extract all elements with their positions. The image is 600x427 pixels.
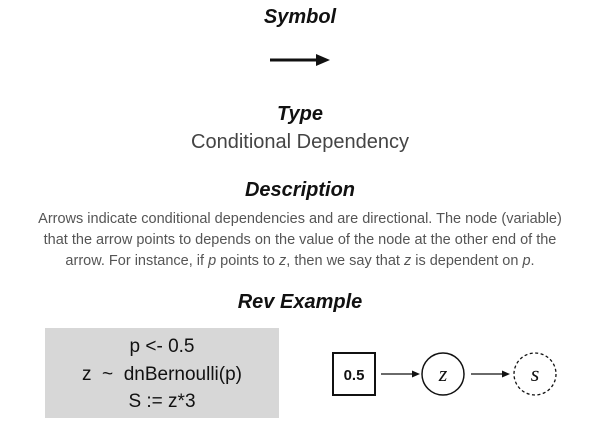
constant-node-label: 0.5 [344, 367, 365, 384]
deterministic-node-label: s [531, 361, 540, 386]
desc-var-z: z [279, 253, 287, 269]
type-value: Conditional Dependency [191, 131, 409, 153]
desc-text-d: is dependent on [411, 253, 523, 269]
rev-example-heading: Rev Example [237, 291, 363, 313]
desc-var-z-2: z [403, 253, 412, 269]
code-line-3: S := z*3 [128, 391, 196, 412]
desc-var-p: p [208, 253, 217, 269]
code-line-2: z ~ dnBernoulli(p) [82, 364, 242, 385]
type-heading: Type [277, 103, 323, 125]
description-line-1: Arrows indicate conditional dependencies… [38, 211, 562, 227]
stochastic-node [421, 352, 465, 396]
rev-code-block: p <- 0.5 z ~ dnBernoulli(p) S := z*3 [45, 328, 279, 418]
desc-text-e: . [530, 253, 535, 269]
description-line-2: that the arrow points to depends on the … [43, 232, 557, 248]
deterministic-node [513, 352, 557, 396]
arrowhead-constant-to-z [412, 370, 420, 378]
description-line-3: arrow. For instance, if p points to z, t… [0, 251, 600, 272]
arrowhead-z-to-s [502, 370, 510, 378]
arrow-symbol-icon [270, 54, 330, 66]
code-line-1: p <- 0.5 [129, 336, 195, 357]
description-heading: Description [244, 179, 356, 201]
desc-text-a: arrow. For instance, if [65, 253, 209, 269]
constant-node [332, 352, 376, 396]
dependency-graph: 0.5 z s [332, 352, 557, 396]
desc-var-p-2: p [522, 253, 531, 269]
symbol-heading: Symbol [263, 6, 337, 28]
desc-text-b: points to [216, 253, 280, 269]
desc-text-c: , then we say that [286, 253, 404, 269]
stochastic-node-label: z [438, 361, 448, 386]
description-text: Arrows indicate conditional dependencies… [0, 209, 600, 272]
